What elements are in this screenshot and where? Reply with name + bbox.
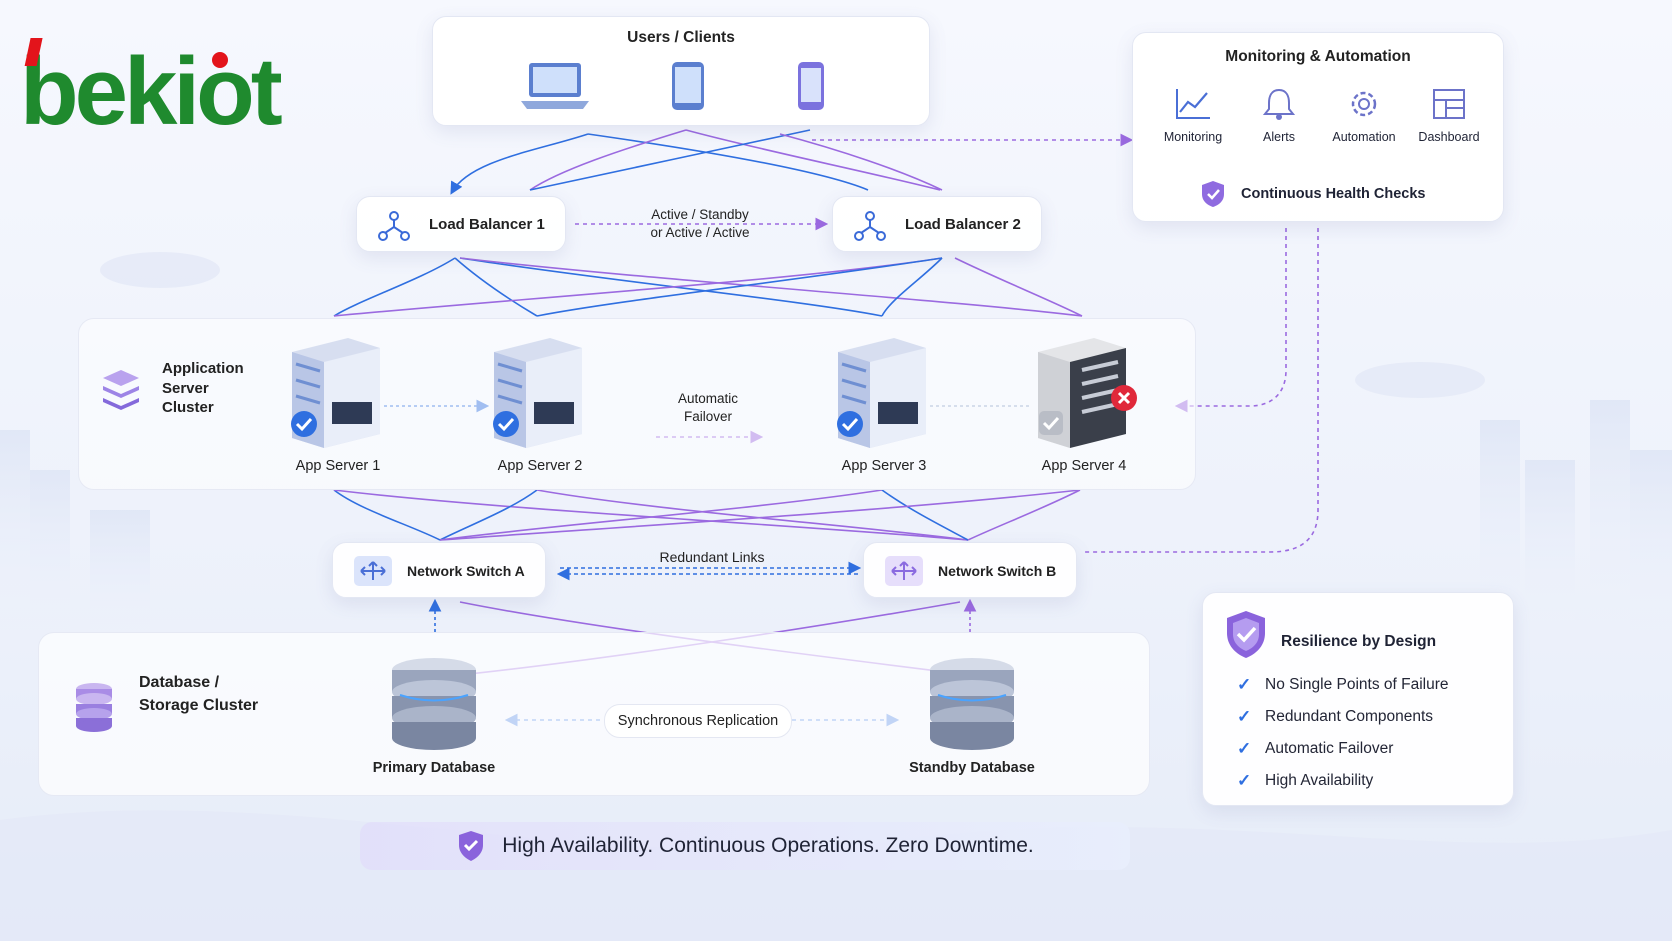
monitoring-panel: Monitoring & Automation Monitoring Alert… [1132, 32, 1504, 222]
dashboard-icon [1433, 89, 1465, 119]
resilience-item-text: Redundant Components [1265, 708, 1434, 725]
app-server-3-label: App Server 3 [841, 458, 927, 474]
monitoring-item[interactable]: Monitoring [1153, 87, 1233, 147]
app-server-3[interactable]: App Server 3 [834, 334, 934, 474]
bell-icon [1262, 88, 1296, 120]
logo-graphic: bekiot [20, 38, 286, 145]
switch-b-label: Network Switch B [938, 563, 1057, 579]
healthy-check-icon [837, 411, 863, 437]
check-icon: ✓ [1237, 707, 1252, 726]
resilience-title: Resilience by Design [1281, 633, 1437, 650]
cluster-title-2: Server [162, 380, 209, 397]
chart-icon [1176, 89, 1210, 119]
database-icon [392, 658, 476, 750]
footer-tagline: High Availability. Continuous Operations… [502, 834, 1034, 857]
footer-banner: High Availability. Continuous Operations… [360, 822, 1130, 870]
monitoring-title: Monitoring & Automation [1225, 48, 1411, 65]
app-server-1[interactable]: App Server 1 [288, 334, 388, 474]
check-icon: ✓ [1237, 739, 1252, 758]
gear-icon [1351, 91, 1377, 117]
db-title-1: Database / [139, 674, 220, 691]
redundant-links-label: Redundant Links [659, 549, 765, 565]
shield-check-icon [459, 831, 484, 861]
resilience-item-text: High Availability [1265, 772, 1374, 789]
load-balancer-2[interactable]: Load Balancer 2 [832, 196, 1042, 252]
resilience-panel: Resilience by Design ✓ No Single Points o… [1202, 592, 1514, 806]
app-server-cluster [78, 318, 1196, 490]
cluster-title-3: Cluster [162, 399, 214, 416]
dashboard-label: Dashboard [1418, 130, 1480, 144]
lb-mode-line2: or Active / Active [650, 225, 750, 240]
logo-text: bekiot [20, 38, 282, 136]
lb1-label: Load Balancer 1 [429, 216, 545, 233]
app-server-4-label: App Server 4 [1041, 458, 1127, 474]
switch-icon [354, 556, 392, 586]
users-clients-card: Users / Clients [432, 16, 930, 126]
stack-icon [103, 370, 139, 410]
app-server-2-label: App Server 2 [497, 458, 583, 474]
resilience-item-text: No Single Points of Failure [1265, 676, 1449, 693]
replication-pill: Synchronous Replication [604, 704, 792, 738]
check-icon: ✓ [1237, 675, 1252, 694]
resilience-item-text: Automatic Failover [1265, 740, 1394, 757]
phone-icon [798, 62, 824, 110]
alerts-item[interactable]: Alerts [1239, 87, 1319, 147]
check-icon: ✓ [1237, 771, 1252, 790]
app-server-2[interactable]: App Server 2 [490, 334, 590, 474]
health-checks: Continuous Health Checks [1199, 179, 1426, 209]
brand-logo: bekiot [20, 36, 310, 145]
network-switch-b[interactable]: Network Switch B [863, 542, 1077, 598]
database-stack-icon [76, 683, 112, 732]
failover-line1: Automatic [677, 391, 739, 406]
health-checks-label: Continuous Health Checks [1241, 186, 1426, 202]
failed-x-icon [1111, 385, 1137, 411]
laptop-icon [521, 63, 589, 109]
load-balancer-1[interactable]: Load Balancer 1 [356, 196, 566, 252]
resilience-item: ✓ No Single Points of Failure [1237, 675, 1449, 695]
automation-label: Automation [1332, 130, 1396, 144]
standby-db-label: Standby Database [909, 760, 1035, 776]
resilience-item: ✓ Redundant Components [1237, 707, 1433, 727]
standby-database[interactable] [926, 656, 1018, 752]
alerts-label: Alerts [1263, 130, 1295, 144]
lb-mode-line1: Active / Standby [651, 207, 749, 222]
disabled-check-icon [1039, 411, 1063, 435]
app-server-1-label: App Server 1 [295, 458, 381, 474]
switch-a-label: Network Switch A [407, 563, 525, 579]
primary-db-label: Primary Database [372, 760, 496, 776]
network-switch-a[interactable]: Network Switch A [332, 542, 546, 598]
cluster-title-1: Application [162, 360, 244, 377]
tablet-icon [672, 62, 704, 110]
lb2-label: Load Balancer 2 [905, 216, 1021, 233]
shield-icon [1202, 181, 1224, 207]
dashboard-item[interactable]: Dashboard [1409, 87, 1489, 147]
app-server-4[interactable]: App Server 4 [1034, 334, 1137, 474]
network-node-icon [854, 211, 886, 241]
shield-check-icon [1227, 611, 1265, 658]
healthy-check-icon [291, 411, 317, 437]
replication-label: Synchronous Replication [617, 713, 779, 729]
healthy-check-icon [493, 411, 519, 437]
users-title: Users / Clients [627, 29, 735, 46]
database-icon [930, 658, 1014, 750]
resilience-item: ✓ High Availability [1237, 771, 1373, 791]
monitoring-label: Monitoring [1163, 130, 1223, 144]
db-title-2: Storage Cluster [139, 697, 259, 714]
failover-line2: Failover [683, 409, 732, 424]
resilience-item: ✓ Automatic Failover [1237, 739, 1393, 759]
switch-icon [885, 556, 923, 586]
network-node-icon [378, 211, 410, 241]
automation-item[interactable]: Automation [1324, 87, 1404, 147]
primary-database[interactable] [388, 656, 480, 752]
